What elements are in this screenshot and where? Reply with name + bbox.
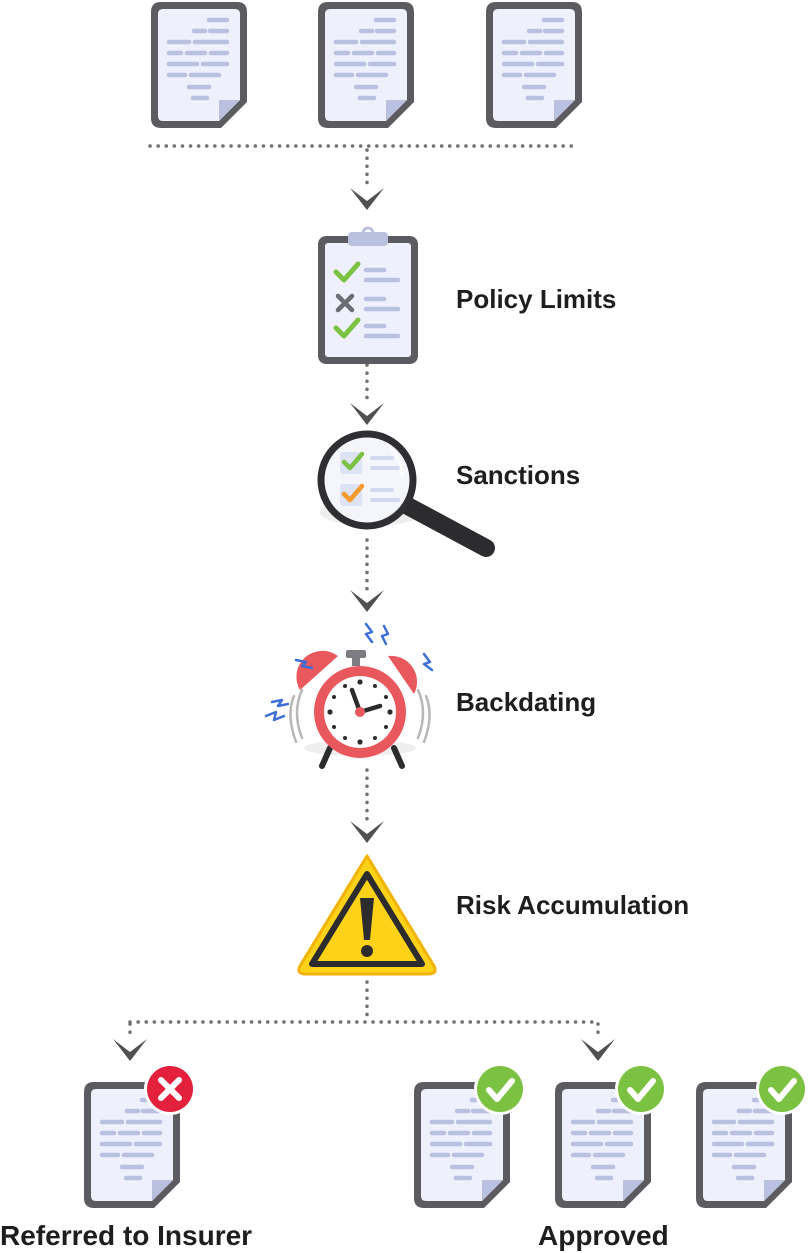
magnifier-checklist-icon — [317, 430, 495, 557]
arrow-down-icon — [581, 1039, 615, 1061]
document-icon — [318, 2, 414, 128]
clipboard-checklist-icon — [318, 226, 418, 364]
input-documents — [151, 2, 582, 128]
step-label-backdating: Backdating — [456, 687, 597, 717]
green-check-badge-icon — [756, 1063, 808, 1115]
connectors — [128, 144, 600, 1042]
arrow-down-icon — [113, 1039, 147, 1061]
referred-document — [84, 1063, 196, 1208]
arrow-down-icon — [350, 403, 384, 425]
green-check-badge-icon — [474, 1063, 526, 1115]
green-check-badge-icon — [615, 1063, 667, 1115]
step-label-sanctions: Sanctions — [456, 460, 581, 490]
step-label-policy-limits: Policy Limits — [456, 284, 617, 314]
approved-documents — [414, 1063, 808, 1208]
arrow-down-icon — [350, 188, 384, 210]
red-x-badge-icon — [144, 1063, 196, 1115]
arrow-down-icon — [350, 590, 384, 612]
document-icon — [486, 2, 582, 128]
ringing-alarm-clock-icon — [264, 622, 434, 769]
outcome-label-approved: Approved — [538, 1220, 669, 1251]
arrow-down-icon — [350, 821, 384, 843]
step-label-risk-accumulation: Risk Accumulation — [456, 890, 690, 920]
document-icon — [151, 2, 247, 128]
outcome-label-referred: Referred to Insurer — [0, 1220, 253, 1251]
warning-triangle-icon — [297, 854, 437, 976]
